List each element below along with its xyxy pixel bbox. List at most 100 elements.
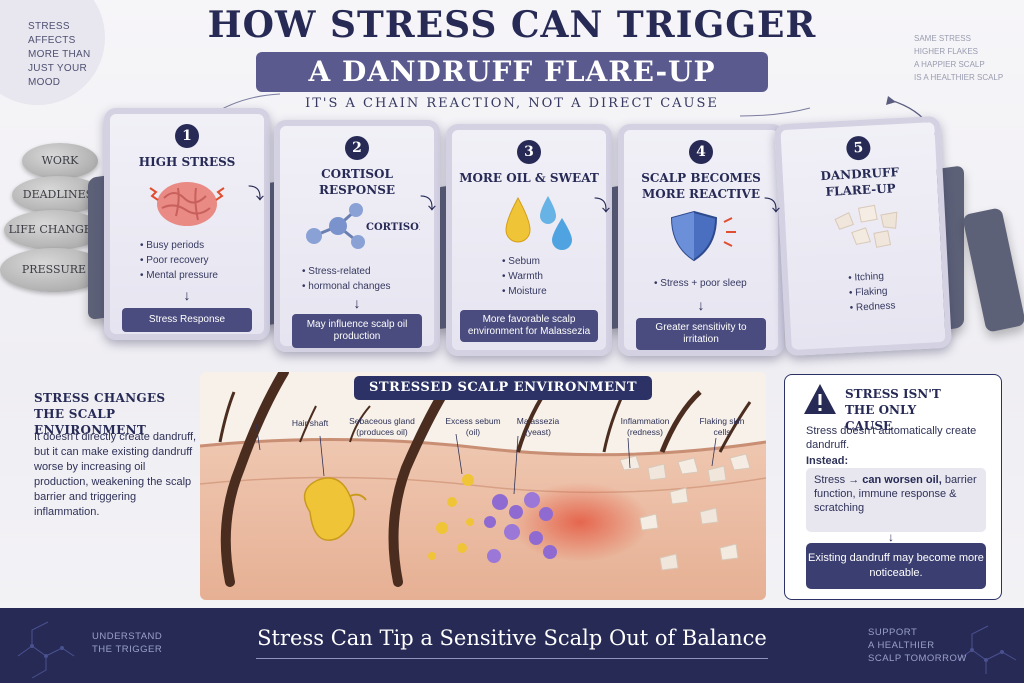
- down-arrow-icon: ↓: [183, 287, 191, 303]
- stone-life-changes: LIFE CHANGES: [4, 210, 104, 250]
- title-line-1: HOW STRESS CAN TRIGGER: [207, 4, 817, 46]
- step-bullets: Stress-related hormonal changes: [302, 264, 391, 294]
- bullet-item: Stress-related: [302, 264, 391, 279]
- footer-right-note: SUPPORT A HEALTHIER SCALP TOMORROW: [868, 626, 967, 665]
- corner-left-line: JUST YOUR: [28, 63, 88, 74]
- bullet-item: hormonal changes: [302, 279, 390, 294]
- subtitle: IT'S A CHAIN REACTION, NOT A DIRECT CAUS…: [305, 96, 719, 111]
- down-arrow-icon: ↓: [697, 297, 705, 313]
- footer-right-line: SCALP TOMORROW: [868, 653, 967, 664]
- stone-label: LIFE CHANGES: [8, 223, 100, 236]
- step-result: Stress Response: [122, 308, 252, 332]
- bullet-item: Warmth: [502, 269, 547, 284]
- bullet-item: Moisture: [502, 284, 546, 299]
- diagram-title: STRESSED SCALP ENVIRONMENT: [354, 376, 652, 400]
- step-card-1: 1 HIGH STRESS Busy periods Poor recovery…: [104, 108, 270, 340]
- step-card-3: 3 MORE OIL & SWEAT Sebum Warmth Moisture…: [446, 124, 612, 356]
- molecule-pattern-icon: [17, 621, 75, 678]
- down-arrow-icon: ↓: [888, 530, 894, 544]
- left-panel-title: STRESS CHANGES THE SCALP ENVIRONMENT: [34, 390, 184, 438]
- step-number: 3: [517, 140, 541, 164]
- footer-left-line: THE TRIGGER: [92, 644, 163, 655]
- cortisol-label: CORTISOL: [366, 222, 420, 233]
- step-bullets: Busy periods Poor recovery Mental pressu…: [140, 238, 218, 283]
- step-result: More favorable scalp environment for Mal…: [460, 310, 598, 342]
- step-title: CORTISOL RESPONSE: [318, 167, 396, 197]
- label-flaking-skin-cells: Flaking skin cells: [699, 416, 745, 437]
- step-title: MORE OIL & SWEAT: [459, 171, 599, 185]
- card-back: [961, 207, 1024, 333]
- footer: [0, 608, 1024, 683]
- step-result: May influence scalp oil production: [292, 314, 422, 348]
- stone-label: PRESSURE: [21, 263, 87, 276]
- corner-left-note: STRESS AFFECTS MORE THAN JUST YOUR MOOD: [28, 20, 108, 90]
- corner-left-line: MORE THAN: [28, 49, 91, 60]
- right-panel-instead: Instead:: [806, 455, 849, 467]
- corner-right-line: A HAPPIER SCALP: [914, 60, 985, 69]
- footer-underline: [256, 658, 768, 659]
- scalp-illustration: [200, 372, 766, 600]
- corner-right-line: IS A HEALTHIER SCALP: [914, 73, 1004, 82]
- step-card-2: 2 CORTISOL RESPONSE CORTISOL Stress-rela…: [274, 120, 440, 352]
- step-number: 2: [345, 136, 369, 160]
- bullet-item: Mental pressure: [140, 268, 218, 283]
- bullet-item: Poor recovery: [140, 253, 218, 268]
- stone-work: WORK: [22, 143, 98, 179]
- right-panel-title: STRESS ISN'T THE ONLY CAUSE: [845, 387, 941, 433]
- step-bullets: Stress + poor sleep: [654, 276, 746, 291]
- footer-left-note: UNDERSTAND THE TRIGGER: [92, 630, 162, 656]
- step-bullets: Itching Flaking Redness: [848, 268, 896, 315]
- label-sebaceous-gland: Sebaceous gland (produces oil): [349, 416, 415, 437]
- label-hair-shaft: Hair shaft: [291, 418, 329, 428]
- scalp-diagram: [200, 372, 766, 600]
- corner-right-line: SAME STRESS: [914, 34, 971, 43]
- bullet-item: Sebum: [502, 254, 547, 269]
- right-panel-result: Existing dandruff may become more notice…: [806, 543, 986, 589]
- shield-icon: [670, 210, 736, 262]
- corner-left-line: MOOD: [28, 77, 61, 88]
- molecule-pattern-icon: [957, 625, 1017, 674]
- warning-icon: [804, 384, 836, 414]
- label-excess-sebum: Excess sebum (oil): [445, 416, 501, 437]
- footer-right-line: SUPPORT: [868, 627, 918, 638]
- step-result: Greater sensitivity to irritation: [636, 318, 766, 350]
- corner-left-line: STRESS: [28, 21, 70, 32]
- step-bullets: Sebum Warmth Moisture: [502, 254, 547, 299]
- box-bold: can worsen oil,: [862, 474, 942, 486]
- flow-arrow-icon: ⤵: [420, 196, 437, 213]
- step-card-4: 4 SCALP BECOMES MORE REACTIVE Stress + p…: [618, 124, 784, 356]
- bullet-item: Redness: [849, 298, 896, 315]
- down-arrow-icon: ↓: [353, 295, 361, 311]
- label-malassezia: Malassezia (yeast): [516, 416, 560, 437]
- footer-headline: Stress Can Tip a Sensitive Scalp Out of …: [257, 626, 767, 650]
- flow-arrow-icon: ⤵: [248, 186, 265, 203]
- step-number: 1: [175, 124, 199, 148]
- molecule-icon: CORTISOL: [306, 203, 420, 249]
- corner-left-line: AFFECTS: [28, 35, 76, 46]
- box-rest: barrier function, immune response & scra…: [814, 474, 977, 514]
- step-number: 5: [845, 135, 872, 161]
- step-title: HIGH STRESS: [138, 155, 236, 169]
- step-number: 4: [689, 140, 713, 164]
- label-inflammation: Inflammation (redness): [620, 416, 670, 437]
- right-panel-text: Stress doesn't automatically create dand…: [806, 425, 977, 451]
- footer-left-line: UNDERSTAND: [92, 631, 163, 642]
- flow-arrow-icon: ⤵: [594, 198, 611, 215]
- step-card-5: 5 DANDRUFF FLARE-UP Itching Flaking Redn…: [774, 115, 952, 357]
- corner-right-note: SAME STRESS HIGHER FLAKES A HAPPIER SCAL…: [914, 32, 1024, 84]
- step-title: SCALP BECOMES MORE REACTIVE: [641, 171, 761, 201]
- right-panel-box: Stress → can worsen oil, barrier functio…: [806, 468, 986, 532]
- stone-label: DEADLINES: [22, 188, 94, 201]
- left-panel-body: It doesn't directly create dandruff, but…: [34, 431, 197, 518]
- title-line-2: A DANDRUFF FLARE-UP: [256, 52, 768, 92]
- brain-icon: [149, 182, 225, 226]
- bullet-item: Busy periods: [140, 238, 218, 253]
- footer-right-line: A HEALTHIER: [868, 640, 935, 651]
- corner-right-line: HIGHER FLAKES: [914, 47, 979, 56]
- flakes-icon: [834, 204, 898, 248]
- bullet-item: Stress + poor sleep: [654, 276, 746, 291]
- box-prefix: Stress →: [814, 474, 863, 486]
- stone-label: WORK: [41, 154, 79, 167]
- left-panel-title-text: STRESS CHANGES THE SCALP ENVIRONMENT: [34, 391, 166, 437]
- flow-arrow-icon: ⤵: [764, 198, 781, 215]
